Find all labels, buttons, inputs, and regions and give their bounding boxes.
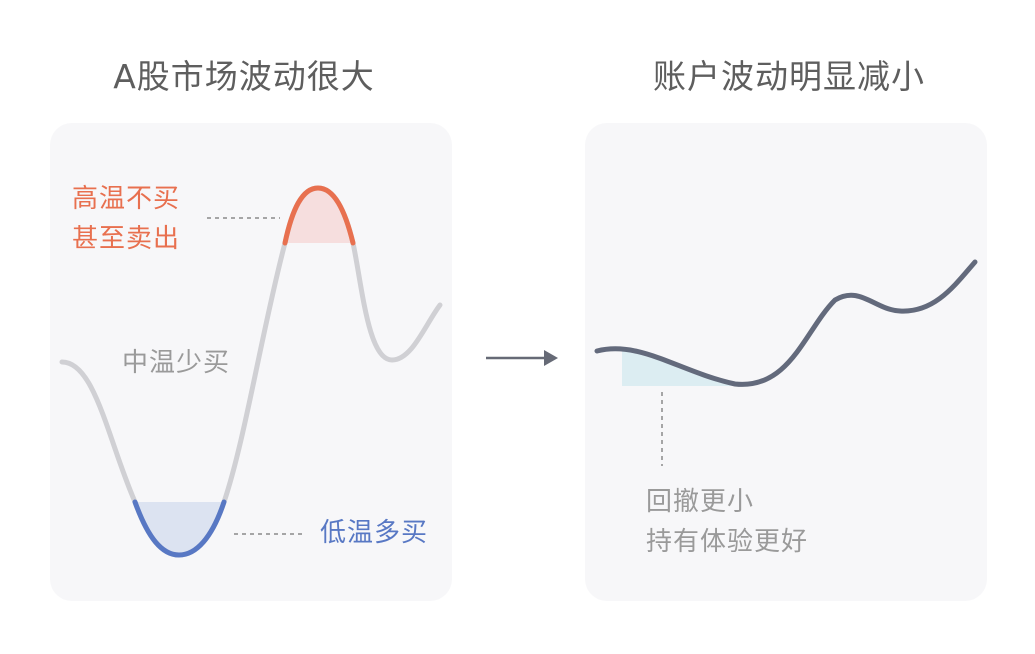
right-title: 账户波动明显减小 [653, 57, 925, 96]
drawdown-label-line1: 回撤更小 [646, 487, 755, 517]
left-title: A股市场波动很大 [113, 57, 375, 96]
high-zone-label-line2: 甚至卖出 [72, 224, 181, 254]
low-zone-curve [132, 499, 227, 558]
account-curve [594, 259, 978, 387]
account-curve-group [594, 259, 978, 466]
market-curve-group [59, 185, 443, 558]
high-zone-label-line1: 高温不买 [72, 184, 181, 214]
mid-zone-label: 中温少买 [122, 348, 231, 378]
high-zone-curve [282, 185, 356, 246]
drawdown-label-line2: 持有体验更好 [646, 527, 809, 557]
low-zone-label: 低温多买 [320, 518, 429, 548]
right-arrow-icon [486, 350, 558, 366]
left-panel [50, 123, 452, 601]
